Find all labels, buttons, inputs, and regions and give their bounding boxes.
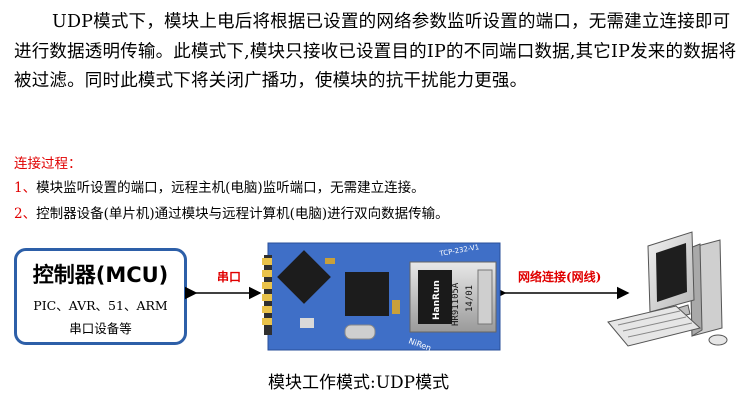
board-silkscreen: TCP-232-V1 (438, 243, 480, 258)
module-board: TCP-232-V1 NiRen HanRun HR91105A 14/01 (262, 242, 501, 353)
step-text: 控制器设备(单片机)通过模块与远程计算机(电脑)进行双向数据传输。 (36, 206, 449, 222)
mcu-title: 控制器(MCU) (32, 263, 169, 287)
step-number: 2、 (14, 206, 37, 222)
mcu-line-1: PIC、AVR、51、ARM (33, 298, 168, 313)
step-2: 2、控制器设备(单片机)通过模块与远程计算机(电脑)进行双向数据传输。 (14, 202, 449, 222)
uart-label: 串口 (217, 270, 242, 284)
mcu-line-2: 串口设备等 (69, 321, 132, 336)
mcu-chip (277, 250, 331, 304)
crystal (344, 324, 376, 340)
intro-paragraph: UDP模式下，模块上电后将根据已设置的网络参数监听设置的端口，无需建立连接即可进… (14, 12, 737, 91)
process-title: 连接过程： (14, 156, 82, 172)
svg-text:14/01: 14/01 (465, 285, 475, 312)
step-text: 模块监听设置的端口，远程主机(电脑)监听端口，无需建立连接。 (36, 180, 425, 196)
computer-icon (607, 231, 728, 347)
brand-silkscreen: NiRen (407, 336, 432, 352)
ethernet-chip (345, 272, 389, 316)
svg-text:HanRun: HanRun (432, 280, 442, 320)
network-label: 网络连接(网线) (518, 270, 602, 284)
mcu-box: 控制器(MCU) PIC、AVR、51、ARM 串口设备等 (14, 248, 187, 345)
rj45-jack (409, 261, 497, 333)
header-pins (262, 255, 272, 335)
step-number: 1、 (14, 180, 37, 196)
diagram-caption: 模块工作模式:UDP模式 (268, 373, 450, 393)
svg-text:HR91105A: HR91105A (451, 282, 461, 326)
step-1: 1、模块监听设置的端口，远程主机(电脑)监听端口，无需建立连接。 (14, 176, 425, 196)
